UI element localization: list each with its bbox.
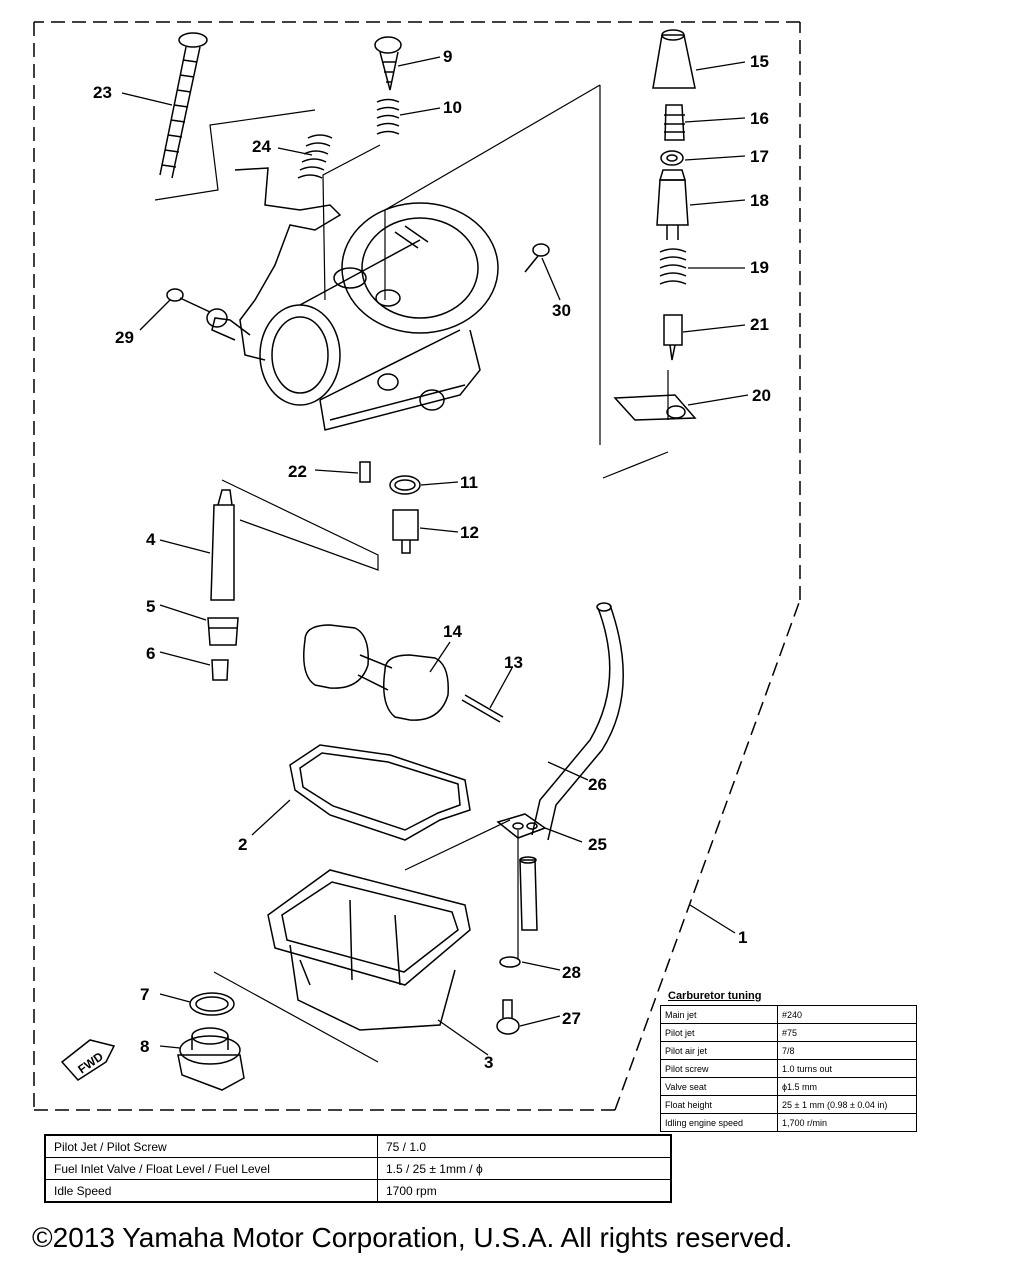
callout-8: 8 [140,1037,149,1056]
callout-17: 17 [750,147,769,166]
part-3-float-bowl [267,869,471,1031]
callout-21: 21 [750,315,769,334]
callout-27: 27 [562,1009,581,1028]
part-7-oring [189,992,235,1016]
part-13-pin [461,694,504,723]
part-8-plug [177,1027,245,1091]
table-row: Pilot jet#75 [660,1023,917,1042]
part-4-needle-jet [210,489,235,601]
part-20-plate [613,394,697,421]
callout-6: 6 [146,644,155,663]
callout-7: 7 [140,985,149,1004]
callout-19: 19 [750,258,769,277]
part-12-jet [392,509,419,554]
drain-tube [519,856,538,931]
part-23-screw [159,32,208,179]
callout-25: 25 [588,835,607,854]
callout-23: 23 [93,83,112,102]
callout-15: 15 [750,52,769,71]
callout-28: 28 [562,963,581,982]
callout-5: 5 [146,597,155,616]
callout-labels: 23 24 9 10 15 16 17 18 19 21 20 29 30 22… [93,47,771,1072]
callout-4: 4 [146,530,156,549]
part-11-oring [389,475,421,495]
part-9-screw [374,36,402,91]
part-22-pin [359,461,371,483]
callout-16: 16 [750,109,769,128]
table-row: Fuel Inlet Valve / Float Level / Fuel Le… [44,1157,672,1180]
part-15-cap [652,29,696,89]
part-18-body [656,169,689,240]
part-16-adjuster [664,104,685,141]
callout-26: 26 [588,775,607,794]
part-19-spring [659,248,687,285]
part-30-screw [524,243,550,273]
part-29-screw [166,288,228,328]
callout-22: 22 [288,462,307,481]
part-5-holder [207,617,239,646]
part-24-spring [297,134,333,179]
callout-10: 10 [443,98,462,117]
callout-3: 3 [484,1053,493,1072]
callout-9: 9 [443,47,452,66]
part-17-nut [660,150,684,166]
callout-18: 18 [750,191,769,210]
tuning-title: Carburetor tuning [668,990,762,1002]
part-27-screw [496,999,520,1035]
callout-14: 14 [443,622,462,641]
callout-20: 20 [752,386,771,405]
callout-2: 2 [238,835,247,854]
callout-30: 30 [552,301,571,320]
carburetor-body [211,167,499,431]
fwd-arrow-icon: FWD [60,1039,116,1081]
part-28-washer [499,956,521,968]
leader-lines [121,56,749,1056]
copyright-notice: ©2013 Yamaha Motor Corporation, U.S.A. A… [32,1222,793,1253]
part-2-gasket [289,744,471,841]
part-14-float [303,624,449,721]
callout-24: 24 [252,137,271,156]
part-25-plate [496,813,547,839]
part-26-hose [531,602,624,841]
callout-29: 29 [115,328,134,347]
callout-12: 12 [460,523,479,542]
part-21-needle-valve [663,314,683,361]
callout-11: 11 [460,473,478,492]
part-10-spring [376,98,400,135]
table-row: Main jet#240 [660,1005,917,1024]
part-6-jet [211,659,229,681]
callout-1: 1 [738,928,747,947]
carburetor-exploded-diagram: FWD 23 24 9 10 15 16 17 18 19 21 20 29 3… [33,21,801,1111]
callout-13: 13 [504,653,523,672]
